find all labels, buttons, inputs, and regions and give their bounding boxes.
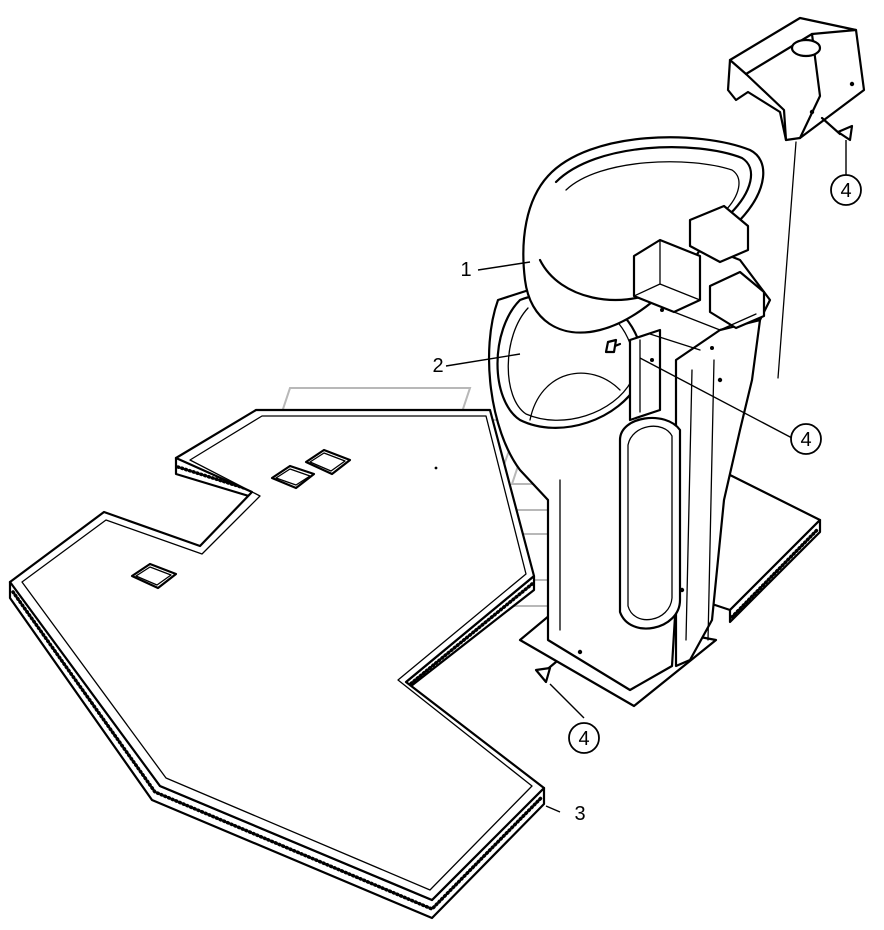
callout-4-bottom: 4 (568, 722, 600, 754)
console-column (487, 238, 772, 708)
top-cover (726, 16, 866, 379)
base-plate-right (698, 468, 822, 624)
top-cover-body (726, 16, 866, 142)
svg-text:4: 4 (578, 728, 589, 750)
mat-slot (270, 464, 316, 490)
mat-slot (304, 448, 352, 476)
svg-text:4: 4 (840, 180, 851, 202)
callout-4-top: 4 (830, 174, 862, 206)
callout-2: 2 (432, 355, 443, 377)
floor-mat-foam-edge (11, 590, 543, 912)
floor-mat (8, 408, 546, 920)
floor-mat-top (8, 408, 546, 902)
callout-4-middle: 4 (790, 423, 822, 455)
screw-top (820, 116, 854, 142)
column-recess (618, 416, 682, 630)
screw-middle (604, 338, 622, 354)
svg-text:4: 4 (800, 429, 811, 451)
boot-collar (522, 136, 766, 362)
callout-3: 3 (574, 803, 585, 825)
mat-slot (130, 562, 178, 590)
screw-bottom (534, 660, 558, 684)
callout-1: 1 (460, 259, 471, 281)
